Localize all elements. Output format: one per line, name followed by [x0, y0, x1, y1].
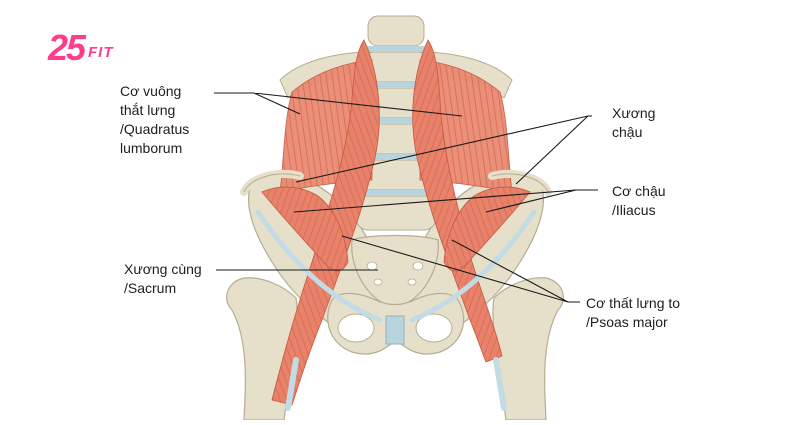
pubic-symphysis	[385, 315, 405, 345]
leader-ilium	[295, 115, 592, 185]
leader-quadratus	[214, 92, 463, 117]
label-ilium: Xương chậu	[612, 105, 656, 140]
logo-suffix: FIT	[88, 44, 114, 61]
label-quadratus-lumborum: Cơ vuông thắt lưng /Quadratus lumborum	[120, 83, 190, 156]
iliacus-left	[261, 186, 349, 272]
iliacus-right	[443, 186, 531, 272]
right-obturator	[415, 313, 453, 343]
leader-psoas	[341, 235, 580, 303]
right-femur	[492, 277, 564, 421]
leader-lines	[214, 92, 598, 303]
brand-logo: 25 FIT	[48, 27, 113, 68]
psoas-major-right	[412, 39, 503, 363]
left-obturator	[337, 313, 375, 343]
leader-iliacus	[293, 189, 598, 213]
logo-number: 25	[48, 27, 86, 68]
label-sacrum: Xương cùng /Sacrum	[124, 261, 202, 296]
inguinal-ligament-left	[255, 209, 383, 323]
label-psoas-major: Cơ thất lưng to /Psoas major	[586, 295, 681, 330]
label-iliacus: Cơ chậu /Iliacus	[612, 183, 666, 218]
sacrum	[351, 234, 439, 306]
